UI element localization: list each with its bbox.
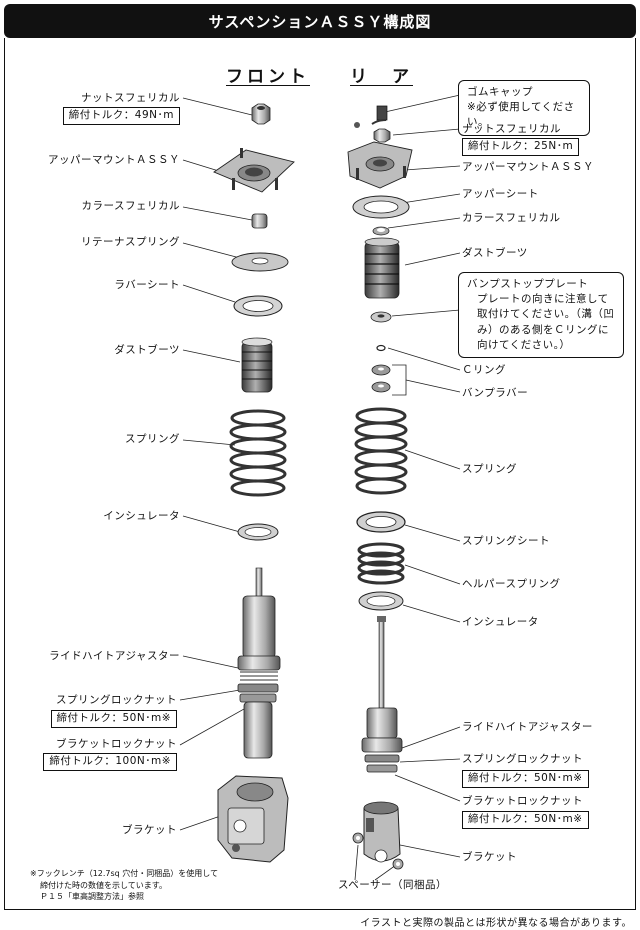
rear-spring-lock-torque: 締付トルク：50N･m※ [462,770,589,788]
diagram-frame [4,38,636,910]
rear-bump-rubber-label: バンプラバー [462,387,529,399]
front-dust-boot-label: ダストブーツ [114,344,180,356]
front-retainer-label: リテーナスプリング [81,236,180,248]
rear-dust-boot [364,237,400,299]
rear-bump-rubber [371,364,391,393]
front-bracket-lock-torque: 締付トルク：100N･m※ [43,753,177,771]
rear-collar-spherical [372,226,390,236]
rear-heading: リ ア [350,67,413,87]
rear-spring [354,407,408,495]
rear-upper-mount [347,141,413,189]
rear-bracket-lock-nut-label: ブラケットロックナット [462,795,583,807]
rear-spacer-label: スペーサー（同梱品） [338,879,448,891]
footnote-line-3: Ｐ１５「車高調整方法」参照 [40,892,144,902]
front-dust-boot [241,337,273,393]
front-spherical-nut [251,103,271,125]
rear-helper-spring [357,542,405,585]
rear-bracket-label: ブラケット [462,851,517,863]
rear-upper-seat [352,195,410,219]
rear-c-ring-label: Ｃリング [462,364,506,376]
disclaimer: イラストと実際の製品とは形状が異なる場合があります。 [360,918,632,929]
rear-c-ring [376,344,386,352]
front-insulator [237,523,279,541]
rear-rubber-cap-note: ※必ず使用してください。 [467,101,575,129]
rear-spring-lock-nut-label: スプリングロックナット [462,753,583,765]
rear-bump-plate-note: プレートの向きに注意して取付けてください。（溝（凹み）のある側をＣリングに向けて… [477,293,615,351]
front-insulator-label: インシュレータ [103,510,180,522]
rear-bracket-lock-torque: 締付トルク：50N･m※ [462,811,589,829]
footnote-line-1: ※フックレンチ（12.7sq 穴付・同梱品）を使用して [30,869,219,878]
rear-upper-seat-label: アッパーシート [462,188,539,200]
front-rubber-seat-label: ラバーシート [114,279,180,291]
rear-spacer [352,832,404,870]
rear-bump-plate-callout: バンプストッププレート プレートの向きに注意して取付けてください。（溝（凹み）の… [458,272,624,359]
rear-bump-stop-plate [370,311,392,323]
rear-spring-seat-label: スプリングシート [462,535,550,547]
front-bracket-lock-nut-label: ブラケットロックナット [56,738,177,750]
rear-insulator-label: インシュレータ [462,616,539,628]
front-retainer-spring [231,252,289,272]
front-collar-label: カラースフェリカル [81,200,180,212]
front-nut-torque: 締付トルク：49N･m [62,107,180,125]
front-damper [237,567,281,759]
leader-lines [179,94,461,881]
rear-bump-plate-label: バンプストッププレート [467,278,589,290]
torque-footnote: ※フックレンチ（12.7sq 穴付・同梱品）を使用して 締付けた時の数値を示して… [30,868,218,903]
front-spring-lock-nut-label: スプリングロックナット [56,694,177,706]
front-spring [229,409,287,497]
rear-nut-torque: 締付トルク：25N･m [462,138,580,156]
rear-damper [361,616,403,773]
rear-ride-height-label: ライドハイトアジャスター [462,721,593,733]
rear-helper-spring-label: ヘルパースプリング [462,578,561,590]
rear-rubber-cap [354,105,388,128]
front-rubber-seat [233,295,283,317]
front-upper-mount [213,148,295,193]
rear-nut-label: ナットスフェリカル [462,123,561,135]
rear-collar-label: カラースフェリカル [462,212,561,224]
rear-insulator [358,591,404,611]
front-heading: フロント [226,67,310,87]
rear-spring-seat [356,511,406,533]
front-spring-label: スプリング [125,433,180,445]
front-bracket-label: ブラケット [122,824,177,836]
rear-rubber-cap-label: ゴムキャップ [467,86,533,98]
rear-upper-mount-label: アッパーマウントＡＳＳＹ [462,161,594,173]
front-ride-height-label: ライドハイトアジャスター [49,650,180,662]
front-collar-spherical [251,213,268,229]
front-bracket [217,775,289,863]
front-spring-lock-torque: 締付トルク：50N･m※ [50,710,177,728]
footnote-line-2: 締付けた時の数値を示しています。 [40,880,167,890]
rear-rubber-cap-callout: ゴムキャップ ※必ず使用してください。 [458,80,590,136]
front-nut-label: ナットスフェリカル [81,92,180,104]
rear-spherical-nut [373,128,391,143]
page-title: サスペンションＡＳＳＹ構成図 [4,4,636,38]
rear-dust-boot-label: ダストブーツ [462,247,528,259]
rear-bracket [363,801,401,863]
front-upper-mount-label: アッパーマウントＡＳＳＹ [48,154,180,166]
rear-spring-label: スプリング [462,463,517,475]
